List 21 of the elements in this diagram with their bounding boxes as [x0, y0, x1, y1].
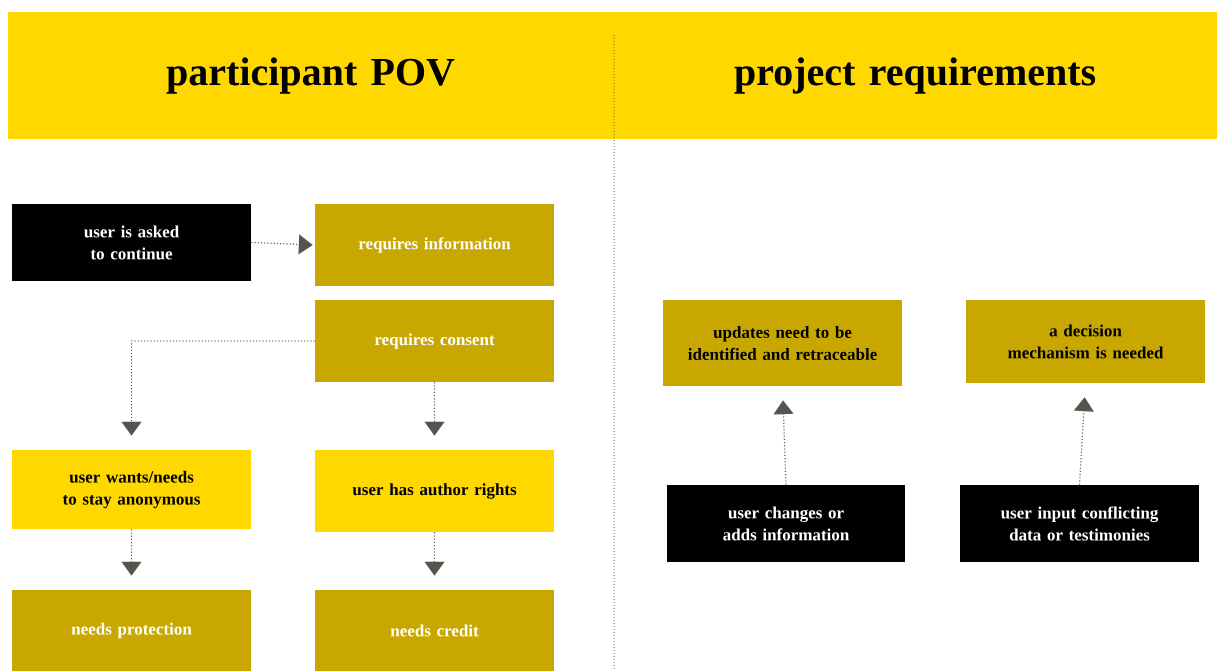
- arrow: [773, 400, 794, 486]
- step-box: user is asked to continue: [12, 204, 251, 281]
- node-label: participant POV: [166, 57, 455, 94]
- step-box: needs credit: [315, 590, 554, 671]
- header-band: project requirements: [613, 12, 1217, 139]
- step-box: user input conflicting data or testimonies: [960, 485, 1199, 562]
- arrow: [424, 381, 445, 436]
- step-box: needs protection: [12, 590, 251, 671]
- step-box: user has author rights: [315, 450, 554, 532]
- arrow: [1073, 397, 1094, 486]
- step-box: requires consent: [315, 300, 554, 382]
- header-band: participant POV: [8, 12, 613, 139]
- step-box: user changes or adds information: [667, 485, 905, 562]
- requirement-box: updates need to be identified and retraceable: [663, 300, 902, 386]
- requirement-box: a decision mechanism is needed: [966, 300, 1205, 383]
- arrow: [424, 531, 445, 576]
- step-box: user wants/needs to stay anonymous: [12, 450, 251, 529]
- arrow: [121, 528, 142, 576]
- step-box: requires information: [315, 204, 554, 286]
- node-label: project requirements: [734, 57, 1096, 94]
- arrow: [121, 340, 316, 436]
